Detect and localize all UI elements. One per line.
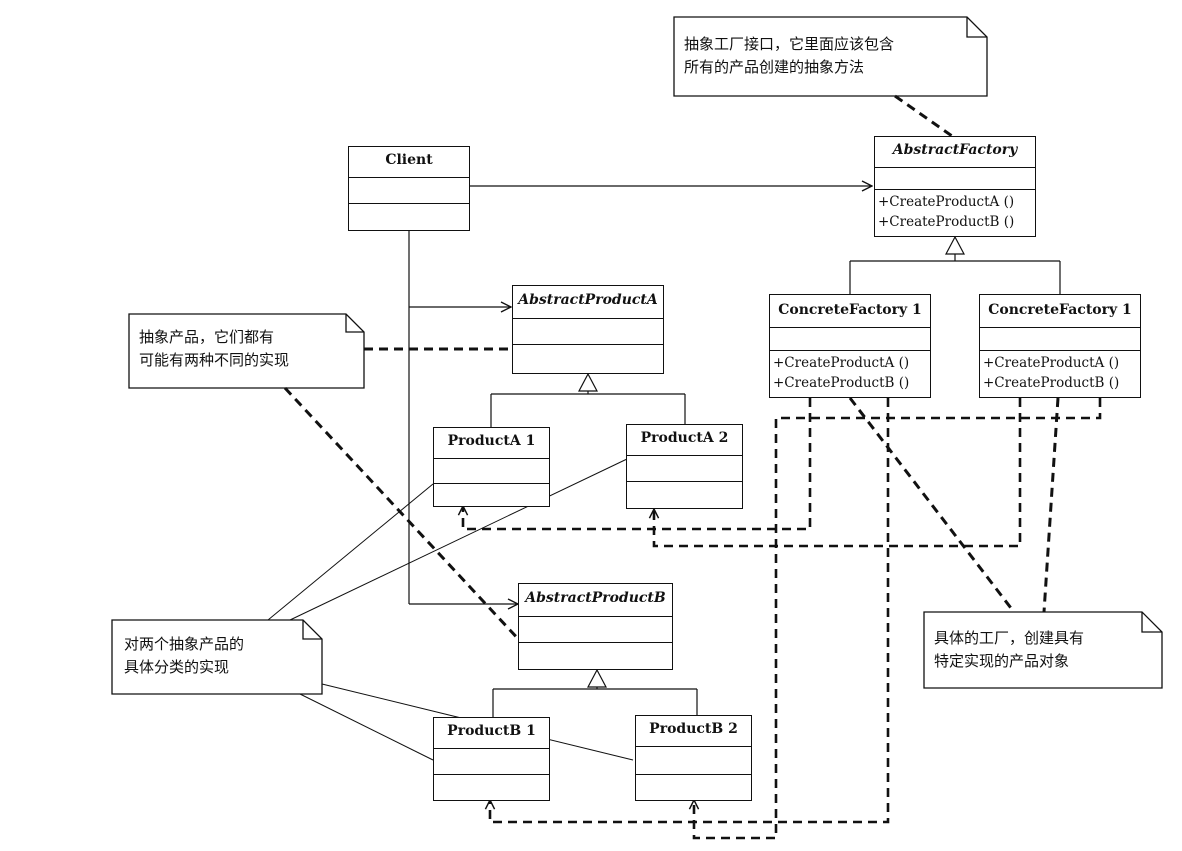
abstract-factory-method-a: +CreateProductA ()	[878, 194, 1015, 210]
class-product-a2[interactable]: ProductA 2	[626, 424, 743, 509]
class-product-b2-name: ProductB 2	[649, 721, 738, 737]
note-factory-interface-line-2: 所有的产品创建的抽象方法	[684, 58, 865, 76]
note-shape-abstract-products	[128, 313, 365, 389]
class-concrete-factory-right[interactable]: ConcreteFactory 1 +CreateProductA () +Cr…	[979, 294, 1141, 398]
class-product-b1-attributes	[434, 748, 549, 774]
note-abstract-products: 抽象产品，它们都有 可能有两种不同的实现	[139, 326, 289, 372]
class-product-a1-name: ProductA 1	[447, 433, 536, 449]
product-a-generalization	[490, 372, 686, 427]
concrete-factory-right-method-a: +CreateProductA ()	[983, 355, 1120, 371]
concrete-factory-right-method-b: +CreateProductB ()	[983, 375, 1120, 391]
class-abstract-product-b[interactable]: AbstractProductB	[518, 583, 673, 670]
class-abstract-product-b-name: AbstractProductB	[525, 590, 666, 606]
abstract-factory-method-b: +CreateProductB ()	[878, 214, 1015, 230]
class-product-b1-name: ProductB 1	[447, 723, 536, 739]
class-client-operations	[349, 203, 469, 229]
note-abstract-products-line-1: 抽象产品，它们都有	[139, 328, 275, 346]
note-anchor-dashed	[283, 94, 1060, 645]
class-concrete-factory-left-attributes	[770, 327, 930, 350]
class-concrete-factory-left-operations: +CreateProductA () +CreateProductB ()	[770, 350, 930, 396]
note-concrete-factory: 具体的工厂，创建具有 特定实现的产品对象	[934, 627, 1084, 673]
class-concrete-factory-right-attributes	[980, 327, 1140, 350]
class-client[interactable]: Client	[348, 146, 470, 231]
class-abstract-product-a-operations	[513, 344, 663, 372]
concrete-factory-left-method-b: +CreateProductB ()	[773, 375, 910, 391]
class-client-attributes	[349, 177, 469, 203]
note-factory-interface: 抽象工厂接口，它里面应该包含 所有的产品创建的抽象方法	[684, 33, 894, 79]
class-product-b2-operations	[636, 774, 751, 799]
class-abstract-product-a-attributes	[513, 318, 663, 344]
product-b-generalization	[492, 668, 698, 717]
note-concrete-factory-line-1: 具体的工厂，创建具有	[934, 629, 1085, 647]
class-abstract-factory-name: AbstractFactory	[892, 142, 1018, 158]
class-abstract-factory[interactable]: AbstractFactory +CreateProductA () +Crea…	[874, 136, 1036, 237]
creation-dependencies	[463, 398, 1102, 840]
note-concrete-products: 对两个抽象产品的 具体分类的实现	[124, 633, 244, 679]
client-associations	[408, 186, 872, 604]
note-factory-interface-line-1: 抽象工厂接口，它里面应该包含	[684, 35, 895, 53]
class-product-a1[interactable]: ProductA 1	[433, 427, 550, 507]
class-product-b1-operations	[434, 774, 549, 799]
class-abstract-product-a-name: AbstractProductA	[518, 292, 658, 308]
note-abstract-products-line-2: 可能有两种不同的实现	[139, 351, 290, 369]
class-abstract-product-b-attributes	[519, 616, 672, 642]
class-product-b2-attributes	[636, 746, 751, 774]
class-concrete-factory-right-operations: +CreateProductA () +CreateProductB ()	[980, 350, 1140, 396]
class-concrete-factory-left-name: ConcreteFactory 1	[778, 302, 922, 318]
class-product-a1-attributes	[434, 458, 549, 483]
note-concrete-factory-line-2: 特定实现的产品对象	[934, 652, 1070, 670]
class-abstract-product-a[interactable]: AbstractProductA	[512, 285, 664, 374]
note-concrete-products-line-2: 具体分类的实现	[124, 658, 230, 676]
class-product-b2[interactable]: ProductB 2	[635, 715, 752, 801]
class-product-a2-operations	[627, 481, 742, 507]
class-client-name: Client	[385, 152, 433, 168]
note-concrete-products-line-1: 对两个抽象产品的	[124, 635, 245, 653]
class-abstract-factory-attributes	[875, 167, 1035, 189]
class-concrete-factory-left[interactable]: ConcreteFactory 1 +CreateProductA () +Cr…	[769, 294, 931, 398]
note-shape-concrete-factory	[923, 611, 1163, 689]
class-product-b1[interactable]: ProductB 1	[433, 717, 550, 801]
class-product-a1-operations	[434, 483, 549, 505]
note-shape-concrete-products	[111, 619, 323, 695]
concrete-factory-left-method-a: +CreateProductA ()	[773, 355, 910, 371]
factory-generalization	[849, 235, 1061, 294]
note-shape-factory-interface	[673, 16, 988, 97]
class-concrete-factory-right-name: ConcreteFactory 1	[988, 302, 1132, 318]
class-abstract-product-b-operations	[519, 642, 672, 668]
class-abstract-factory-operations: +CreateProductA () +CreateProductB ()	[875, 189, 1035, 235]
class-product-a2-attributes	[627, 455, 742, 481]
class-product-a2-name: ProductA 2	[640, 430, 729, 446]
